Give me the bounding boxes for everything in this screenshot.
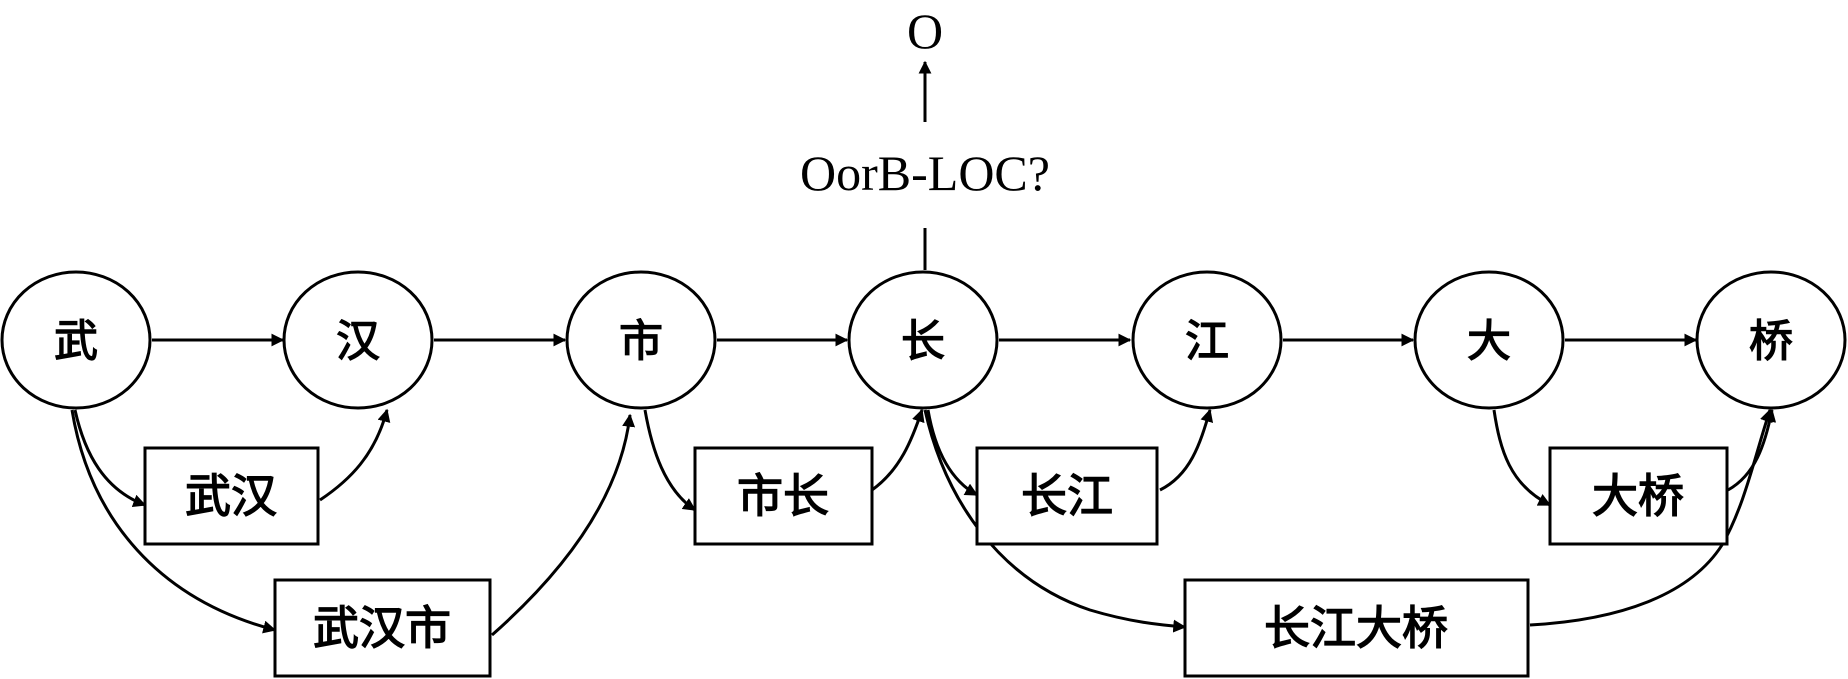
edge-da-to-daqiao <box>1492 409 1552 507</box>
char-node-shi: 市 <box>565 270 717 410</box>
char-node-da: 大 <box>1413 270 1565 410</box>
edge-wu-to-wuhan <box>73 409 147 507</box>
edge-chang-to-changjiang <box>926 409 979 497</box>
word-box-wuhanshi: 武汉市 <box>273 578 492 678</box>
decision-branch: OorB-LOC? O <box>800 3 1050 270</box>
word-label: 市长 <box>737 469 829 523</box>
edge-wu-to-wuhanshi <box>70 409 277 634</box>
word-label: 大桥 <box>1592 469 1684 523</box>
decision-output: O <box>907 3 943 59</box>
edge-wuhan-to-han <box>319 408 391 502</box>
char-label: 桥 <box>1749 316 1793 367</box>
char-label: 大 <box>1467 316 1511 367</box>
char-node-chang: 长 <box>847 270 999 410</box>
char-node-wu: 武 <box>0 270 152 410</box>
char-node-qiao: 桥 <box>1695 270 1847 410</box>
char-label: 武 <box>54 316 98 367</box>
edge-daqiao-to-qiao <box>1727 408 1777 492</box>
word-box-shizhang: 市长 <box>693 446 874 546</box>
word-box-wuhan: 武汉 <box>143 446 320 546</box>
word-label: 长江大桥 <box>1264 601 1448 655</box>
edge-wuhanshi-to-shi <box>491 413 636 637</box>
edge-changjiang-to-jiang <box>1159 408 1214 492</box>
char-node-han: 汉 <box>282 270 434 410</box>
char-node-jiang: 江 <box>1131 270 1283 410</box>
char-label: 江 <box>1185 316 1229 367</box>
character-nodes: 武 汉 市 长 江 大 桥 <box>0 270 1847 410</box>
word-label: 武汉 <box>185 469 278 523</box>
char-label: 长 <box>901 316 945 367</box>
decision-question: OorB-LOC? <box>800 145 1050 201</box>
edge-chang-to-changjiangdaqiao <box>923 409 1187 633</box>
word-box-changjiangdaqiao: 长江大桥 <box>1183 578 1530 678</box>
edge-shi-to-shizhang <box>643 409 697 512</box>
word-boxes: 武汉 武汉市 市长 长江 长江大桥 大桥 <box>143 446 1729 678</box>
char-label: 市 <box>619 316 663 367</box>
word-label: 武汉市 <box>313 601 451 655</box>
word-edges <box>70 408 1777 637</box>
char-label: 汉 <box>336 316 381 367</box>
edge-shizhang-to-chang <box>871 408 925 492</box>
word-box-daqiao: 大桥 <box>1548 446 1729 546</box>
word-box-changjiang: 长江 <box>975 446 1159 546</box>
word-label: 长江 <box>1021 469 1113 523</box>
